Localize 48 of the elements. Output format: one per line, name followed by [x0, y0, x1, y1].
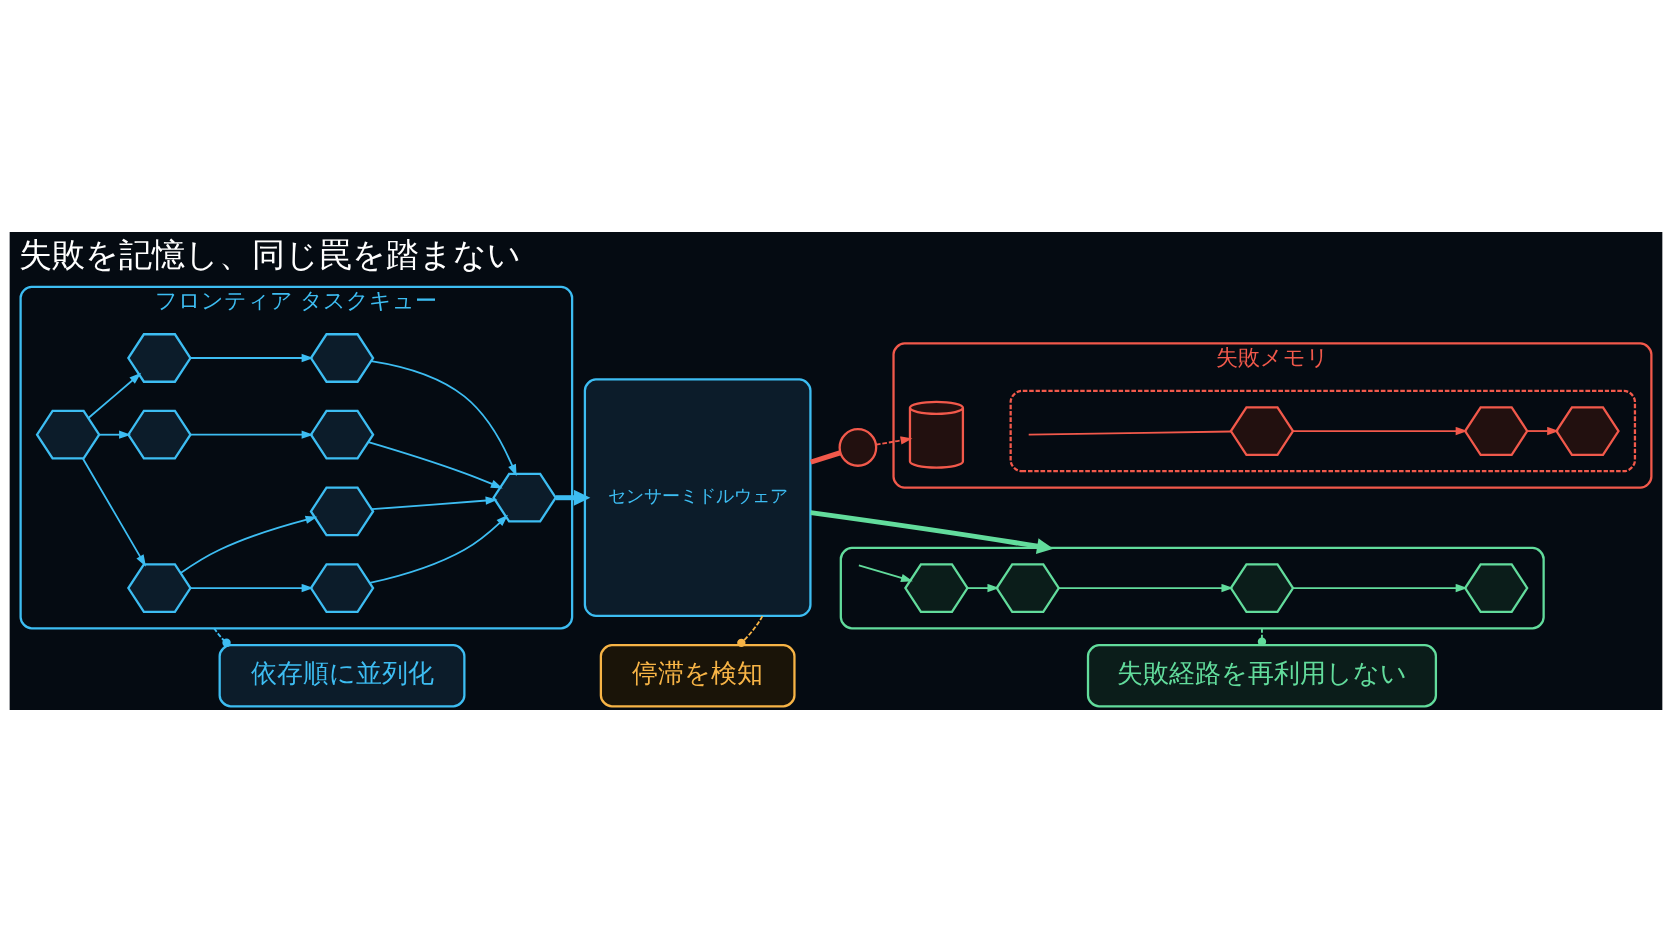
connector [213, 626, 231, 647]
arrow [189, 583, 314, 592]
arrow [98, 430, 131, 439]
arrow [1057, 583, 1234, 592]
node-box: 依存順に並列化 [218, 643, 466, 707]
arrow [810, 509, 1054, 554]
arrow [370, 359, 517, 476]
arrow [1292, 426, 1468, 435]
connector [737, 614, 764, 647]
arrow [1292, 583, 1468, 592]
arrow [857, 563, 913, 582]
connector [1027, 430, 1232, 436]
arrow [368, 514, 509, 584]
arrow [1526, 426, 1560, 435]
node-hexagon [309, 409, 375, 460]
node-box: 停滞を検知 [599, 643, 796, 707]
node-hexagon [35, 409, 101, 460]
node-hexagon [127, 562, 192, 613]
node-hexagon [309, 486, 375, 536]
node-hexagon [1555, 405, 1620, 456]
node-hexagon [309, 562, 375, 613]
arrow [189, 353, 314, 362]
node-hexagon [1229, 562, 1295, 613]
node-circle [838, 427, 878, 467]
cluster: フロンティア タスクキュー [19, 285, 574, 629]
connector [810, 449, 842, 465]
arrow [966, 583, 1000, 592]
arrow [82, 457, 146, 567]
arrow [179, 515, 318, 574]
node-hexagon [1463, 405, 1529, 456]
node-hexagon [904, 562, 969, 613]
connector [1257, 626, 1267, 646]
node-hexagon [1463, 562, 1529, 613]
arrow [367, 440, 503, 488]
cluster [839, 546, 1545, 629]
cluster: 失敗メモリ [892, 341, 1653, 489]
node-box: 失敗経路を再利用しない [1086, 643, 1438, 707]
node-box: センサーミドルウェア [583, 377, 812, 617]
arrow [87, 372, 142, 419]
node-hexagon [309, 332, 375, 383]
node-hexagon [995, 562, 1061, 613]
arrow [875, 435, 913, 445]
arrow [371, 495, 498, 510]
node-hexagon [1229, 405, 1295, 456]
node-hexagon [127, 409, 192, 460]
arrow [555, 489, 591, 506]
diagram-title: 失敗を記憶し、同じ罠を踏まない [18, 234, 521, 274]
arrow [189, 430, 314, 439]
